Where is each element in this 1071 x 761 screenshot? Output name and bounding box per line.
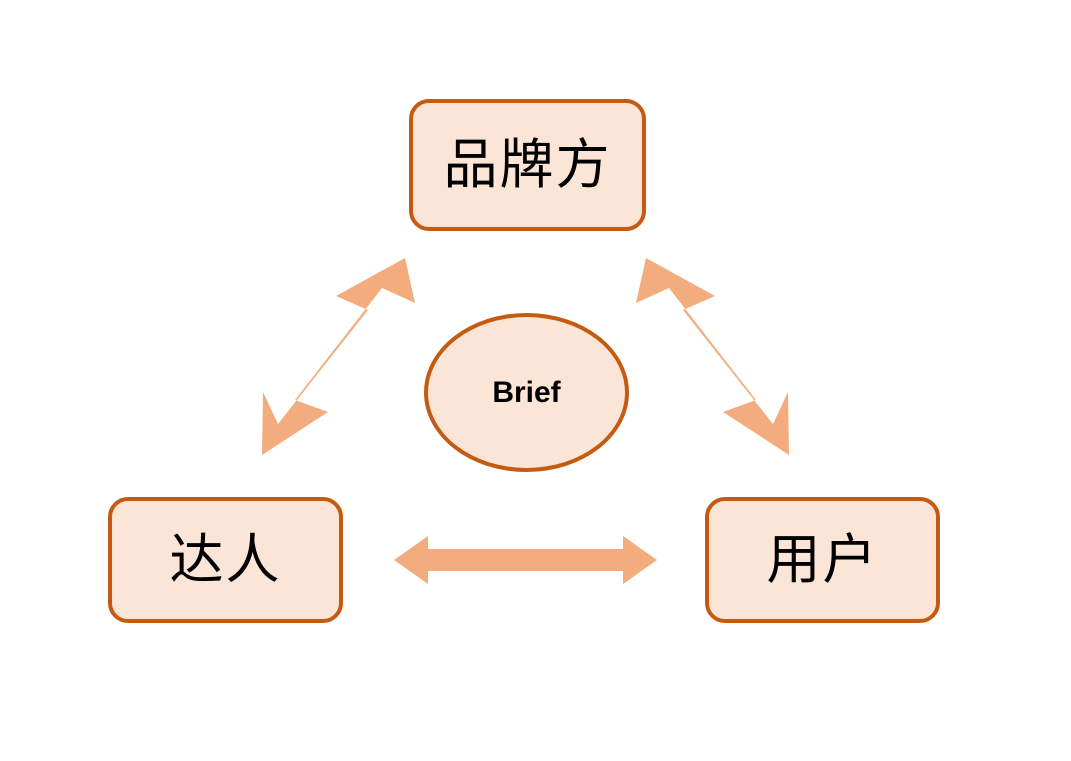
node-brand-label: 品牌方 (443, 135, 612, 195)
arrow-brand-user[interactable] (636, 258, 789, 455)
node-brief-label: Brief (492, 375, 561, 409)
node-user[interactable]: 用户 (705, 497, 940, 623)
node-brand[interactable]: 品牌方 (409, 99, 646, 231)
node-creator-label: 达人 (169, 530, 282, 590)
node-creator[interactable]: 达人 (108, 497, 343, 623)
arrow-creator-brand[interactable] (262, 258, 415, 455)
arrow-creator-user[interactable] (394, 536, 657, 584)
node-user-label: 用户 (766, 530, 879, 590)
node-brief[interactable]: Brief (424, 313, 629, 472)
